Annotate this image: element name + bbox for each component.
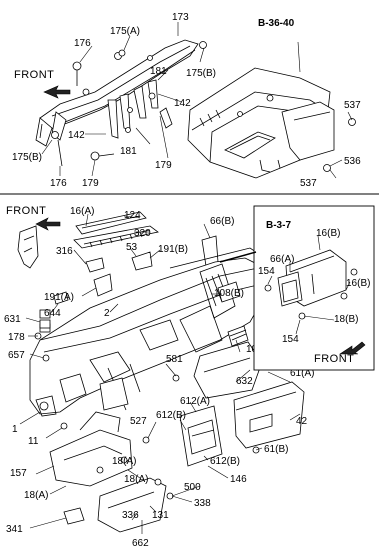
callout-175b-left: 175(B)	[12, 152, 42, 163]
callout-320: 320	[134, 228, 151, 239]
callout-612a: 612(A)	[180, 396, 210, 407]
callout-527: 527	[130, 416, 147, 427]
callout-581: 581	[166, 354, 183, 365]
callout-612b: 612(B)	[156, 410, 186, 421]
callout-537: 537	[344, 100, 361, 111]
callout-179b: 179	[82, 178, 99, 189]
glove-box-lid	[193, 341, 263, 399]
callout-18a-3: 18(A)	[24, 490, 48, 501]
callout-176: 176	[74, 38, 91, 49]
callout-inset-16b-2: 16(B)	[346, 278, 370, 289]
callout-inset-154-2: 154	[282, 334, 299, 345]
callout-175a: 175(A)	[110, 26, 140, 37]
callout-537b: 537	[300, 178, 317, 189]
callout-142: 142	[174, 98, 191, 109]
callout-179: 179	[155, 160, 172, 171]
callout-142b: 142	[68, 130, 85, 141]
center-panel	[179, 405, 223, 467]
bottom-bolts	[34, 319, 260, 500]
callout-2: 2	[104, 308, 110, 319]
heater-unit	[187, 67, 356, 179]
callout-18a-1: 18(A)	[112, 456, 136, 467]
callout-191b: 191(B)	[158, 244, 188, 255]
callout-157: 157	[10, 468, 27, 479]
front-arrow-top: FRONT	[14, 69, 71, 99]
callout-612b-2: 612(B)	[210, 456, 240, 467]
ref-b-36-40: B-36-40	[258, 18, 295, 29]
callout-316: 316	[56, 246, 73, 257]
dashboard-top-stripe	[219, 251, 257, 263]
inset-front-arrow	[339, 341, 366, 355]
callout-18a-2: 18(A)	[124, 474, 148, 485]
callout-124: 124	[124, 210, 141, 221]
top-callouts: 173 175(A) 176 181 175(B) 142 142 181 17…	[12, 12, 361, 189]
callout-536: 536	[344, 156, 361, 167]
callout-1: 1	[12, 424, 18, 435]
callout-16a: 16(A)	[70, 206, 94, 217]
vents	[39, 281, 249, 347]
callout-662: 662	[132, 538, 149, 549]
inset-panel: B-3-7 16(B) 66(A) 154 16(B) 18(B) 154 FR…	[253, 205, 375, 371]
front-arrow-bottom: FRONT	[6, 205, 61, 231]
clips	[85, 235, 219, 297]
callout-11: 11	[28, 436, 39, 447]
callout-338: 338	[194, 498, 211, 509]
callout-336: 336	[122, 510, 139, 521]
bottom-panel: FRONT	[4, 205, 314, 549]
callout-632: 632	[236, 376, 253, 387]
instrument-panel	[29, 247, 266, 417]
callout-175b: 175(B)	[186, 68, 216, 79]
lower-cover	[63, 477, 167, 533]
callout-191a: 191(A)	[44, 292, 74, 303]
knee-bolster	[49, 411, 133, 487]
callout-66b: 66(B)	[210, 216, 234, 227]
callout-631: 631	[4, 314, 21, 325]
callout-inset-154: 154	[258, 266, 275, 277]
top-leaders	[41, 22, 353, 179]
svg-text:FRONT: FRONT	[6, 205, 46, 217]
callout-61b: 61(B)	[264, 444, 288, 455]
callout-181: 181	[150, 66, 167, 77]
bottom-callouts: 16(A) 124 320 66(B) 53 191(B) 316 191(A)…	[4, 206, 314, 549]
svg-text:FRONT: FRONT	[14, 69, 54, 81]
callout-341: 341	[6, 524, 23, 535]
callout-657: 657	[8, 350, 25, 361]
glove-box	[233, 381, 305, 449]
callout-131: 131	[152, 510, 169, 521]
top-panel: FRONT	[12, 12, 361, 189]
crossmember-beam	[35, 39, 207, 167]
callout-146: 146	[230, 474, 247, 485]
callout-178: 178	[8, 332, 25, 343]
side-bracket-left	[17, 225, 39, 269]
ref-b-3-7: B-3-7	[266, 220, 291, 231]
callout-108b: 108(B)	[214, 288, 244, 299]
callout-inset-18b: 18(B)	[334, 314, 358, 325]
inset-front-label: FRONT	[314, 353, 354, 365]
callout-644: 644	[44, 308, 61, 319]
callout-53: 53	[126, 242, 138, 253]
callout-500: 500	[184, 482, 201, 493]
defroster-garnish	[73, 211, 159, 249]
callout-inset-16b: 16(B)	[316, 228, 340, 239]
callout-173: 173	[172, 12, 189, 23]
callout-181b: 181	[120, 146, 137, 157]
bottom-leaders	[19, 213, 301, 534]
callout-42: 42	[296, 416, 308, 427]
callout-61a: 61(A)	[290, 368, 314, 379]
callout-176b: 176	[50, 178, 67, 189]
callout-inset-66a: 66(A)	[270, 254, 294, 265]
